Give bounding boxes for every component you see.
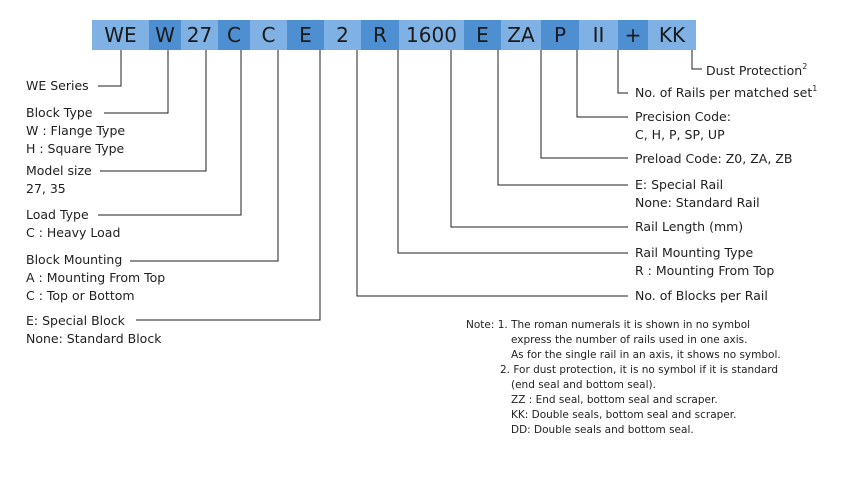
- code-segment-special-rail: E: [464, 20, 501, 50]
- label-special-rail: E: Special Rail None: Standard Rail: [635, 176, 760, 212]
- label-block-mounting: Block Mounting A : Mounting From Top C :…: [26, 251, 165, 305]
- label-preload-code-title: Preload Code: Z0, ZA, ZB: [635, 151, 793, 166]
- leader-preload: [540, 50, 628, 159]
- label-special-block-none: None: Standard Block: [26, 331, 162, 346]
- label-special-block-title: E: Special Block: [26, 313, 125, 328]
- leader-block-type: [104, 50, 169, 114]
- leader-blocks-per-rail: [356, 50, 628, 297]
- label-block-type-option-h: H : Square Type: [26, 141, 125, 156]
- label-dust-protection: Dust Protection2: [706, 62, 807, 80]
- code-segment-rails-per-set: II: [579, 20, 618, 50]
- code-segment-block-type: W: [149, 20, 181, 50]
- label-series: WE Series: [26, 77, 89, 95]
- note-line-4: 2. For dust protection, it is no symbol …: [500, 364, 779, 376]
- label-preload-code: Preload Code: Z0, ZA, ZB: [635, 150, 792, 168]
- label-rail-mounting-title: Rail Mounting Type: [635, 245, 754, 260]
- label-rails-per-set: No. of Rails per matched set1: [635, 84, 817, 102]
- code-segment-dust-protection: KK: [648, 20, 696, 50]
- note-line-6: ZZ : End seal, bottom seal and scraper.: [511, 394, 718, 406]
- leader-rails-per-set: [617, 50, 628, 94]
- leader-block-mounting: [130, 50, 279, 262]
- code-segment-blocks-per-rail: 2: [324, 20, 361, 50]
- leader-rail-mounting: [397, 50, 628, 254]
- label-block-type-title: Block Type: [26, 105, 93, 120]
- label-load-type-option-c: C : Heavy Load: [26, 225, 121, 240]
- leader-series: [98, 50, 122, 87]
- label-blocks-per-rail: No. of Blocks per Rail: [635, 287, 768, 305]
- label-model-size: Model size 27, 35: [26, 162, 92, 198]
- leader-dust-protection: [691, 50, 702, 70]
- footnote-marker-1: 1: [812, 84, 818, 93]
- label-load-type-title: Load Type: [26, 207, 89, 222]
- code-segment-special-block: E: [287, 20, 324, 50]
- code-segment-block-mounting: C: [250, 20, 287, 50]
- code-segment-load-type: C: [218, 20, 250, 50]
- label-rail-length: Rail Length (mm): [635, 218, 743, 236]
- label-blocks-per-rail-title: No. of Blocks per Rail: [635, 288, 768, 303]
- note-line-3: As for the single rail in an axis, it sh…: [511, 349, 781, 361]
- label-dust-protection-title: Dust Protection: [706, 63, 803, 78]
- label-load-type: Load Type C : Heavy Load: [26, 206, 120, 242]
- label-precision-code: Precision Code: C, H, P, SP, UP: [635, 108, 731, 144]
- code-segment-model-size: 27: [181, 20, 218, 50]
- leader-load-type: [98, 50, 242, 216]
- label-precision-code-title: Precision Code:: [635, 109, 731, 124]
- leader-precision: [576, 50, 628, 118]
- label-block-mounting-title: Block Mounting: [26, 252, 123, 267]
- code-segment-plus: +: [618, 20, 648, 50]
- label-rail-length-title: Rail Length (mm): [635, 219, 744, 234]
- note-line-8: DD: Double seals and bottom seal.: [511, 424, 694, 436]
- code-segment-precision: P: [541, 20, 579, 50]
- leader-special-rail: [497, 50, 628, 186]
- note-line-1: Note: 1. The roman numerals it is shown …: [466, 319, 751, 331]
- model-code-bar: WE W 27 C C E 2 R 1600 E ZA P II + KK: [92, 20, 696, 50]
- label-series-title: WE Series: [26, 78, 89, 93]
- label-rail-mounting: Rail Mounting Type R : Mounting From Top: [635, 244, 774, 280]
- leader-special-block: [136, 50, 321, 321]
- label-model-size-values: 27, 35: [26, 181, 66, 196]
- leader-model-size: [100, 50, 207, 172]
- code-segment-series: WE: [92, 20, 149, 50]
- label-special-rail-none: None: Standard Rail: [635, 195, 760, 210]
- code-segment-rail-mounting: R: [361, 20, 399, 50]
- label-rails-per-set-title: No. of Rails per matched set: [635, 85, 813, 100]
- label-special-rail-title: E: Special Rail: [635, 177, 724, 192]
- label-model-size-title: Model size: [26, 163, 92, 178]
- note-line-7: KK: Double seals, bottom seal and scrape…: [511, 409, 737, 421]
- note-line-5: (end seal and bottom seal).: [511, 379, 656, 391]
- footnotes: Note: 1. The roman numerals it is shown …: [466, 318, 781, 438]
- label-block-type: Block Type W : Flange Type H : Square Ty…: [26, 104, 125, 158]
- code-segment-preload: ZA: [501, 20, 541, 50]
- footnote-marker-2: 2: [802, 62, 808, 71]
- code-segment-rail-length: 1600: [399, 20, 464, 50]
- label-precision-code-values: C, H, P, SP, UP: [635, 127, 725, 142]
- note-line-2: express the number of rails used in one …: [511, 334, 748, 346]
- label-special-block: E: Special Block None: Standard Block: [26, 312, 161, 348]
- label-block-mounting-option-c: C : Top or Bottom: [26, 288, 135, 303]
- label-block-mounting-option-a: A : Mounting From Top: [26, 270, 166, 285]
- leader-rail-length: [450, 50, 628, 228]
- label-block-type-option-w: W : Flange Type: [26, 123, 126, 138]
- label-rail-mounting-option-r: R : Mounting From Top: [635, 263, 775, 278]
